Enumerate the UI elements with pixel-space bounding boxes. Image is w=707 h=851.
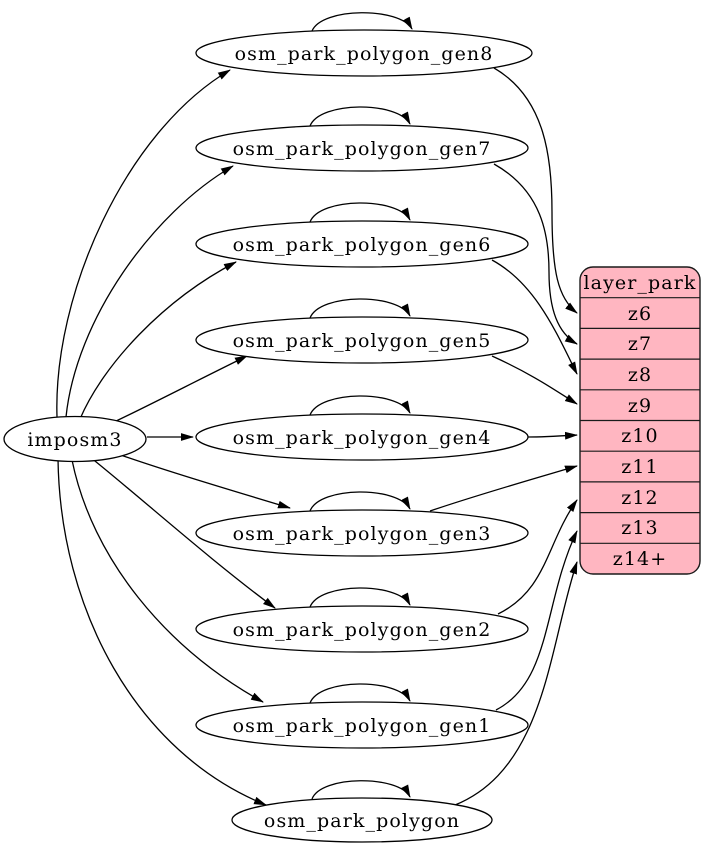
osm-park-polygon-ellipse	[231, 797, 493, 843]
node-osm-park-polygon-gen7: osm_park_polygon_gen7	[195, 124, 529, 172]
edge-gen3-to-z11	[429, 465, 578, 512]
edge-gen5-to-z9	[491, 355, 578, 405]
self-loop-gen3	[309, 491, 411, 512]
record-row-z8: z8	[628, 364, 652, 386]
gen7-label: osm_park_polygon_gen7	[233, 138, 492, 160]
self-loop-gen1	[309, 683, 411, 704]
self-loop-gen5	[309, 298, 411, 319]
record-row-z14plus: z14+	[613, 548, 668, 570]
node-osm-park-polygon: osm_park_polygon	[231, 797, 493, 843]
record-row-z13: z13	[621, 517, 659, 539]
layer-park-title: layer_park	[583, 272, 696, 294]
imposm3-ellipse	[3, 415, 147, 463]
edge-gen2-to-z12	[497, 499, 578, 615]
edges-imposm3-to-tables	[56, 69, 291, 806]
edge-imposm3-to-osm-park-polygon	[57, 458, 267, 806]
self-loop-gen8	[311, 12, 413, 32]
gen8-label: osm_park_polygon_gen8	[235, 43, 494, 65]
node-osm-park-polygon-gen1: osm_park_polygon_gen1	[195, 701, 529, 749]
node-osm-park-polygon-gen2: osm_park_polygon_gen2	[195, 605, 529, 653]
gen5-ellipse	[195, 316, 529, 364]
edge-gen4-to-z10	[527, 431, 578, 440]
edge-imposm3-to-gen2	[89, 456, 276, 609]
gen4-label: osm_park_polygon_gen4	[233, 427, 492, 449]
record-row-z12: z12	[621, 487, 659, 509]
gen3-label: osm_park_polygon_gen3	[233, 523, 492, 545]
gen6-ellipse	[195, 220, 529, 268]
gen1-label: osm_park_polygon_gen1	[233, 715, 492, 737]
gen8-ellipse	[195, 29, 533, 77]
edge-imposm3-to-gen6	[79, 261, 237, 420]
gen7-ellipse	[195, 124, 529, 172]
edge-imposm3-to-gen8	[56, 69, 231, 418]
node-osm-park-polygon-gen3: osm_park_polygon_gen3	[195, 509, 529, 557]
gen1-ellipse	[195, 701, 529, 749]
edge-gen1-to-z13	[495, 530, 578, 711]
osm-park-polygon-label: osm_park_polygon	[264, 810, 460, 832]
self-loop-edges	[309, 12, 413, 800]
record-row-z6: z6	[628, 303, 652, 325]
self-loop-gen4	[309, 395, 411, 416]
record-row-z10: z10	[621, 425, 659, 447]
edge-gen7-to-z7	[493, 163, 578, 345]
record-row-z11: z11	[621, 456, 659, 478]
node-imposm3: imposm3	[3, 415, 147, 463]
gen3-ellipse	[195, 509, 529, 557]
node-osm-park-polygon-gen6: osm_park_polygon_gen6	[195, 220, 529, 268]
edge-imposm3-to-gen3	[111, 451, 291, 509]
edge-gen8-to-z6	[493, 67, 578, 314]
imposm3-label: imposm3	[27, 429, 122, 451]
node-osm-park-polygon-gen4: osm_park_polygon_gen4	[195, 413, 529, 461]
edges-tables-to-layer-park	[429, 67, 578, 806]
self-loop-gen7	[309, 106, 411, 127]
self-loop-gen6	[309, 202, 411, 223]
gen6-label: osm_park_polygon_gen6	[233, 234, 492, 256]
self-loop-osm-park-polygon	[311, 780, 411, 800]
edge-imposm3-to-gen5	[111, 355, 248, 424]
gen2-label: osm_park_polygon_gen2	[233, 619, 492, 641]
gen4-ellipse	[195, 413, 529, 461]
gen2-ellipse	[195, 605, 529, 653]
edge-imposm3-to-gen7	[65, 165, 234, 418]
record-row-z9: z9	[628, 395, 652, 417]
node-osm-park-polygon-gen8: osm_park_polygon_gen8	[195, 29, 533, 77]
edge-osm-park-polygon-to-z14plus	[454, 561, 578, 806]
record-row-z7: z7	[628, 333, 652, 355]
node-layer-park: layer_park z6 z7 z8 z9 z10 z11 z12 z13 z…	[579, 266, 701, 575]
edge-gen6-to-z8	[491, 259, 578, 375]
node-osm-park-polygon-gen5: osm_park_polygon_gen5	[195, 316, 529, 364]
gen5-label: osm_park_polygon_gen5	[233, 330, 492, 352]
edge-imposm3-to-gen1	[71, 459, 264, 703]
self-loop-gen2	[309, 587, 411, 608]
